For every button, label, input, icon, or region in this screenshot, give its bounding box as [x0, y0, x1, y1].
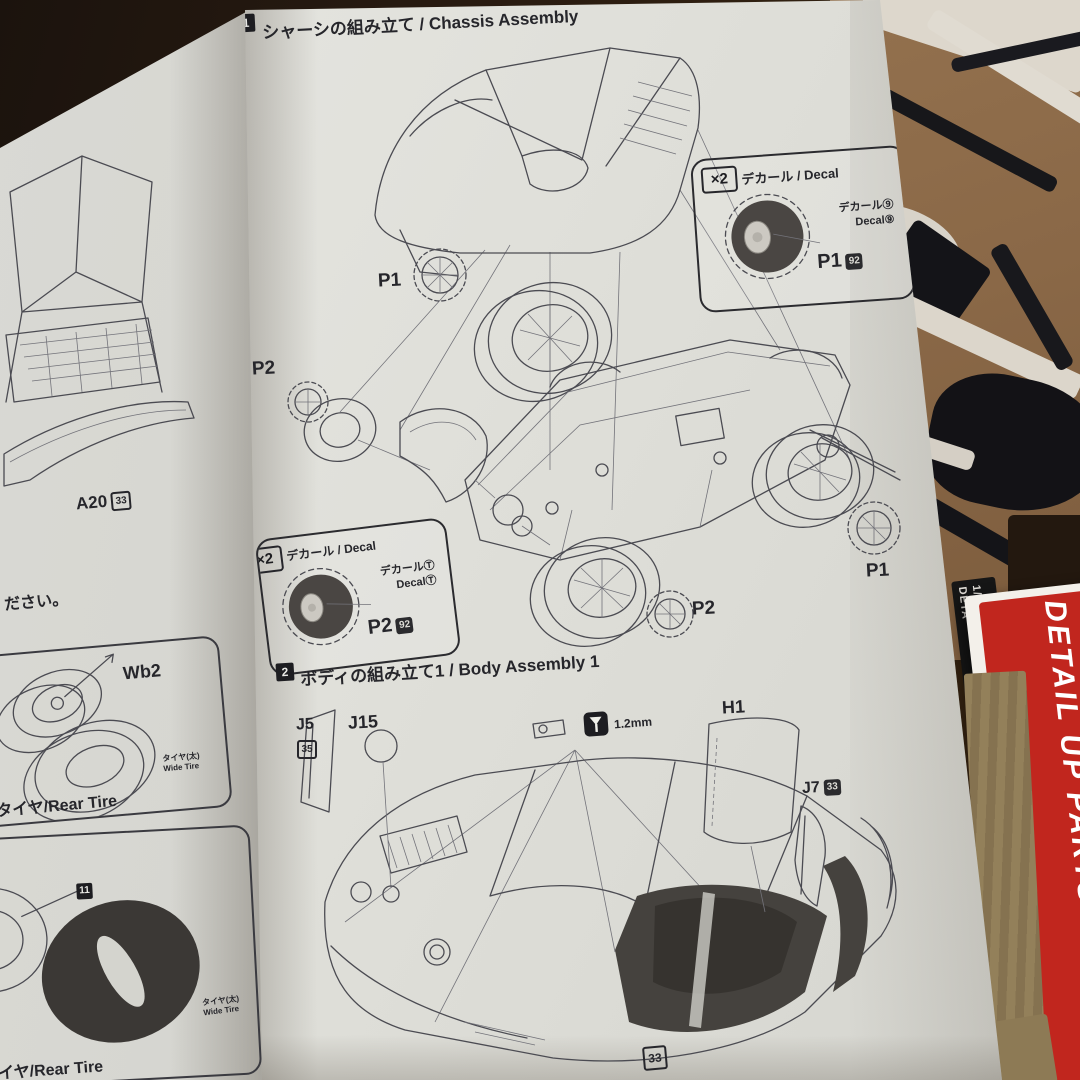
- wb2-label: Wb2: [122, 660, 162, 684]
- drill-icon: [583, 711, 609, 737]
- rear-tire-panel: 11 タイヤ(太) Wide Tire: [0, 824, 263, 1080]
- decal-wheel-graphic-2: [282, 567, 372, 646]
- j5-label: J5: [295, 715, 315, 734]
- decal-box-p2-header: デカール / Decal: [285, 538, 377, 564]
- decal-p2-badge: 92: [395, 616, 415, 635]
- decal-box-p1-header: デカール / Decal: [740, 165, 840, 188]
- chassis-assembly-diagram: [287, 47, 901, 648]
- p1-lower-label: P1: [865, 559, 890, 582]
- section1-title: シャーシの組み立て / Chassis Assembly: [261, 6, 579, 43]
- page-number: 33: [647, 1050, 663, 1066]
- j5-badge: 35: [297, 740, 317, 759]
- j7-badge: 33: [823, 778, 842, 796]
- a20-part-diagram: [3, 400, 195, 487]
- p2-upper-label: P2: [251, 357, 276, 380]
- roll-cage-diagram: [5, 155, 163, 403]
- a20-label: A20: [75, 491, 108, 514]
- wide-tire-note: タイヤ(太) Wide Tire: [162, 751, 201, 774]
- h1-label: H1: [721, 696, 746, 718]
- body-assembly-diagram: [300, 709, 897, 1062]
- page-number-badge: 33: [641, 1044, 669, 1072]
- decal-wheel-graphic: [724, 193, 821, 280]
- rear-wheel-panel: Wb2 タイヤ(太) Wide Tire: [0, 634, 234, 830]
- drill-size-label: 1.2mm: [613, 714, 653, 732]
- black-tire-diagram: [0, 887, 200, 1043]
- decal-note-p1: デカール⑨ Decal⑨: [813, 198, 895, 234]
- section2-number-badge: 2: [275, 662, 295, 682]
- a20-badge: 33: [110, 490, 132, 512]
- p2-lower-label: P2: [691, 597, 716, 620]
- wb2-wheel-diagram: [0, 653, 156, 823]
- p1-upper-label: P1: [377, 269, 402, 292]
- qty-x2-badge: ×2: [700, 165, 739, 194]
- decal-p2-part: P2: [366, 614, 394, 639]
- j7-label: J7: [801, 779, 821, 798]
- decal-p1-badge: 92: [845, 252, 864, 271]
- decal-p1-part: P1: [816, 249, 843, 274]
- text-fragment: ださい。: [3, 591, 69, 614]
- decal-note-p2: デカールⓉ DecalⓉ: [356, 558, 437, 597]
- j15-label: J15: [347, 711, 379, 733]
- tire-step-badge: 11: [76, 882, 93, 900]
